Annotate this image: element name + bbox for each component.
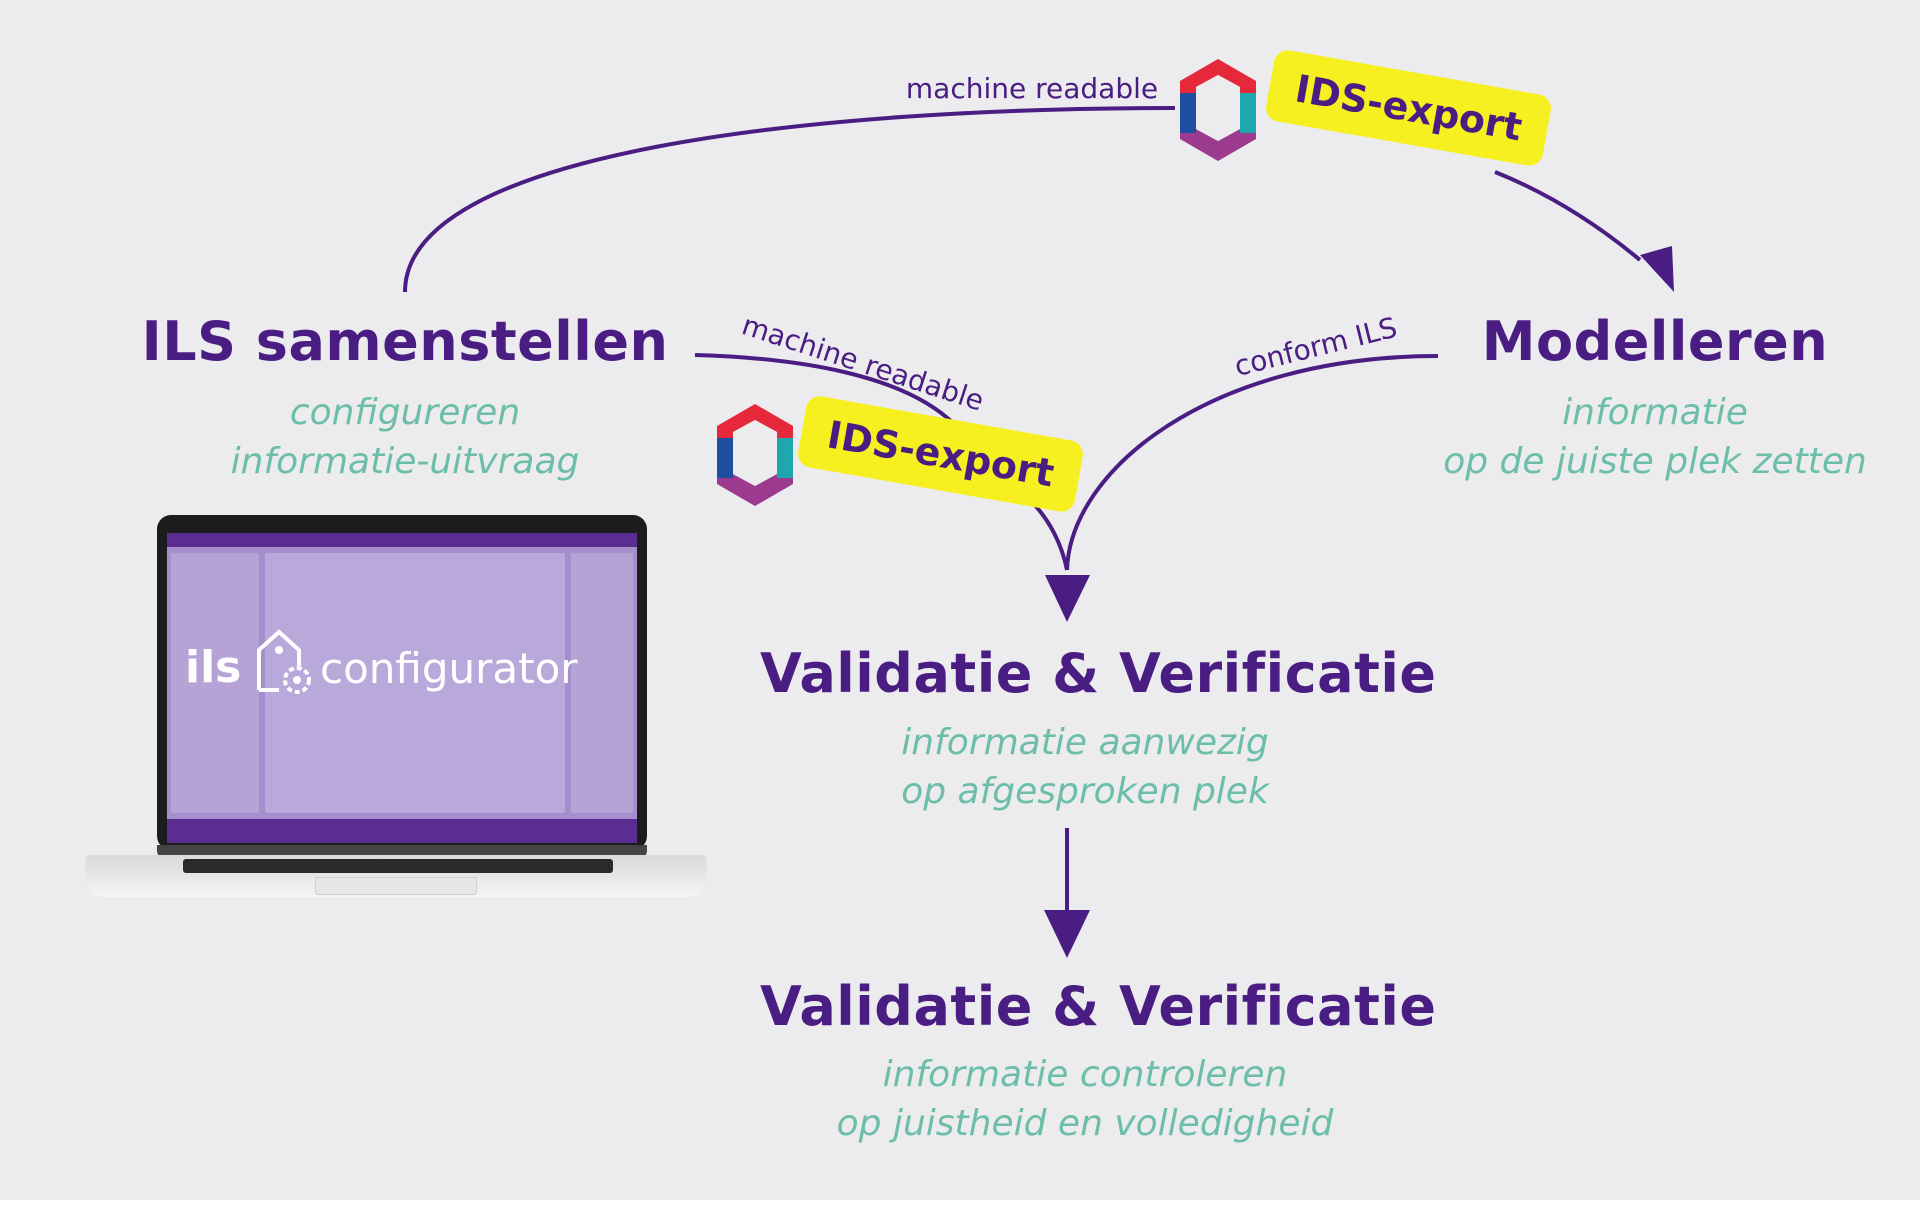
node-title-validatie-verificatie: Validatie & Verificatie: [760, 642, 1437, 705]
node-subtitle-validatie-verificatie: informatie controleren op juistheid en v…: [760, 1050, 1410, 1148]
laptop-trackpad: [315, 877, 477, 895]
subtitle-line: op juistheid en volledigheid: [836, 1103, 1334, 1144]
connector-ils-to-validatie: [694, 353, 957, 427]
arrowhead: [1045, 575, 1090, 622]
laptop: ils configurator: [85, 515, 707, 905]
connector-ils-to-modelleren-end: [1494, 170, 1642, 262]
connector-label-right: conform ILS: [1231, 311, 1400, 383]
subtitle-line: configureren: [289, 392, 521, 433]
subtitle-line: informatie: [1562, 392, 1748, 433]
app-main-panel: [265, 553, 565, 813]
laptop-hinge: [157, 845, 647, 857]
arrowhead: [1044, 910, 1090, 958]
subtitle-line: op afgesproken plek: [901, 771, 1269, 812]
laptop-keyboard: [183, 859, 613, 873]
ids-hexagon-logo: [717, 404, 793, 506]
node-title-ils-samenstellen: ILS samenstellen: [141, 310, 669, 373]
subtitle-line: op de juiste plek zetten: [1443, 441, 1867, 482]
ids-hexagon-logo: [1180, 59, 1256, 161]
house-gear-icon: [257, 629, 311, 694]
app-bottom-bar: [167, 819, 637, 843]
node-subtitle-modelleren: informatie op de juiste plek zetten: [1420, 388, 1890, 486]
ils-configurator-logo: ils configurator: [185, 629, 625, 698]
app-toolbar: [167, 533, 637, 547]
logo-configurator-text: configurator: [320, 644, 578, 693]
laptop-screen: ils configurator: [167, 533, 637, 843]
connector-ils-to-modelleren: [403, 106, 1176, 293]
node-title-validatie-verificatie: Validatie & Verificatie: [760, 975, 1437, 1038]
subtitle-line: informatie aanwezig: [901, 722, 1269, 763]
logo-ils-text: ils: [185, 642, 242, 693]
node-title-modelleren: Modelleren: [1481, 310, 1829, 373]
app-sidebar: [171, 553, 259, 813]
node-subtitle-ils-samenstellen: configureren informatie-uitvraag: [135, 388, 675, 486]
connector-label-top: machine readable: [906, 72, 1158, 105]
subtitle-line: informatie-uitvraag: [230, 441, 580, 482]
app-right-panel: [571, 553, 633, 813]
subtitle-line: informatie controleren: [882, 1054, 1288, 1095]
arrowhead: [1640, 246, 1674, 292]
node-subtitle-validatie-verificatie: informatie aanwezig op afgesproken plek: [760, 718, 1410, 816]
connector-modelleren-to-validatie: [1065, 354, 1439, 571]
